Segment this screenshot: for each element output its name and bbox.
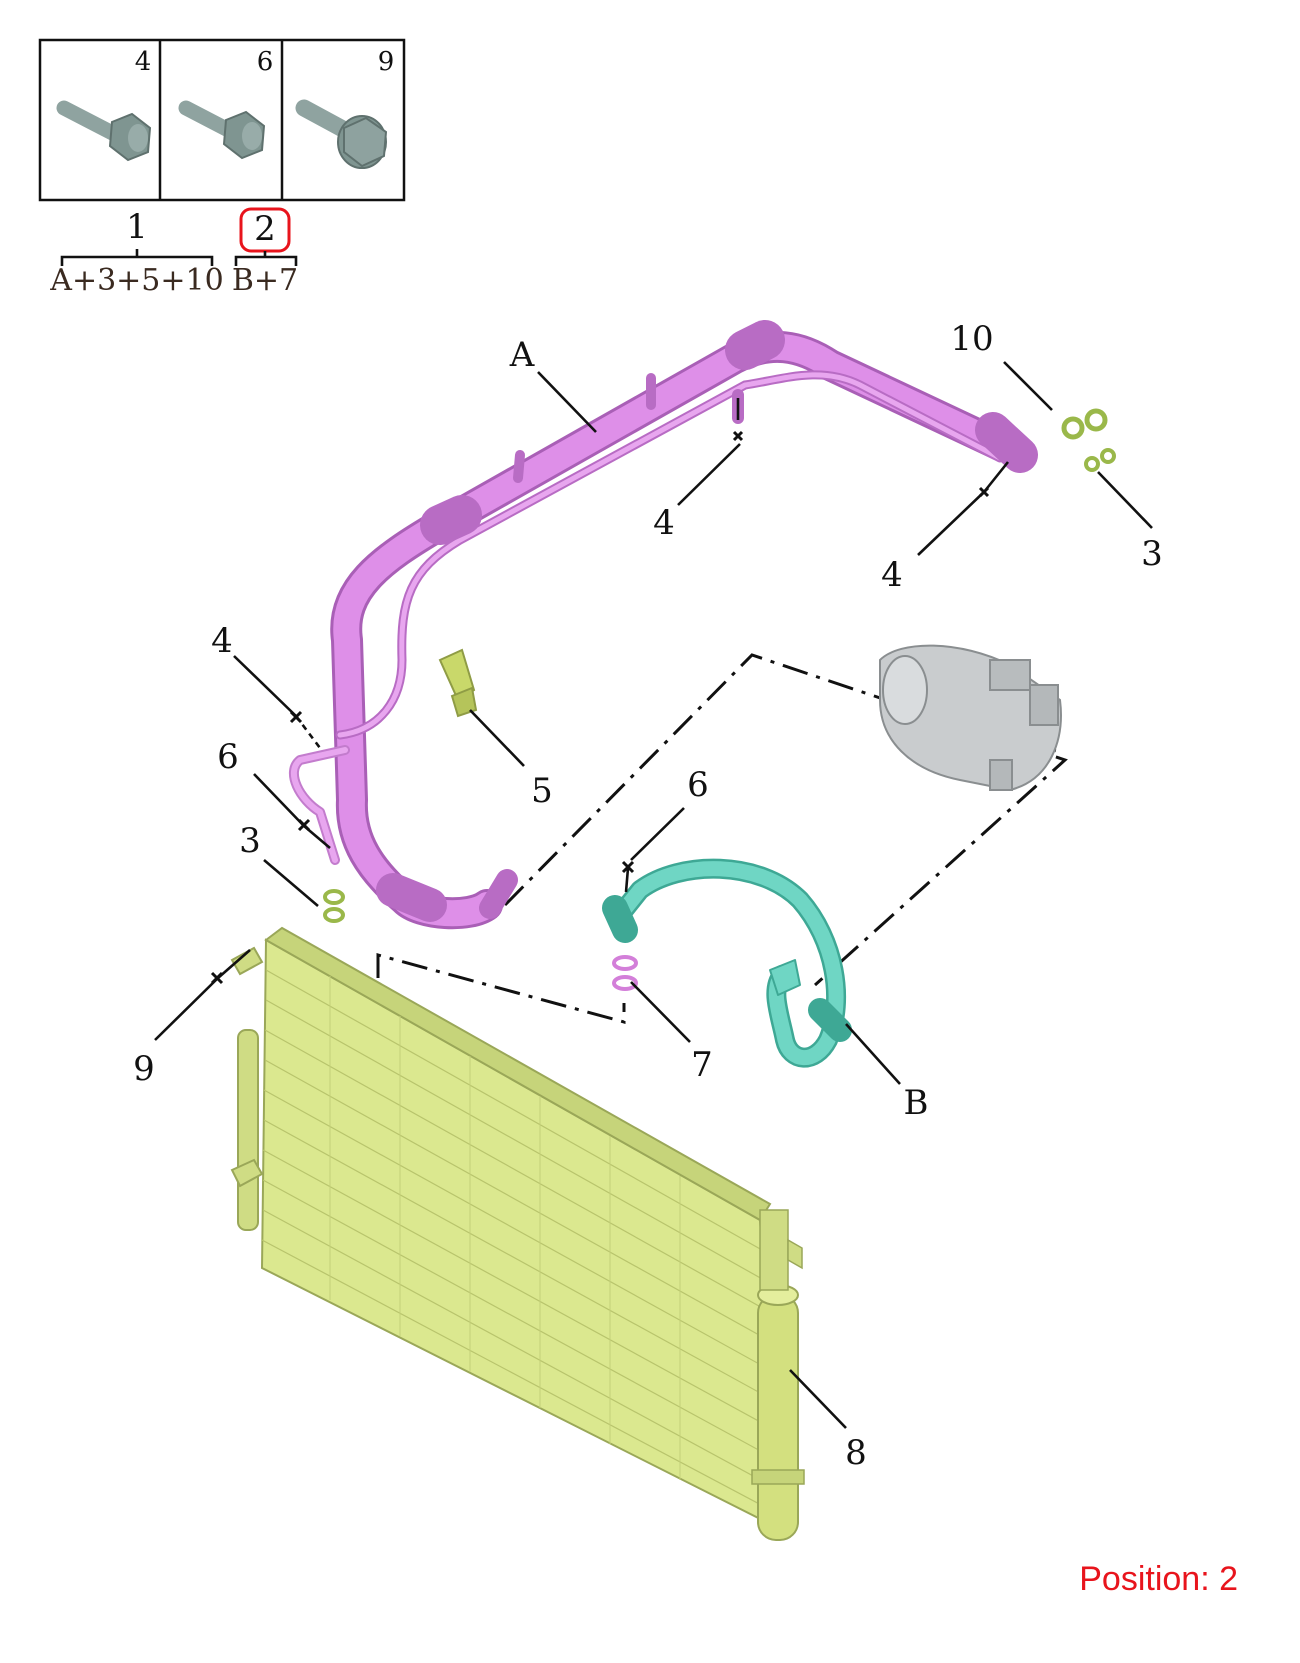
callout-b[interactable]: B [904,1083,929,1123]
group-1-bracket [60,249,214,266]
bolt-legend: 4 6 9 1 A+3+5+10 2 B+7 [38,38,406,298]
callout-6-left[interactable]: 6 [217,737,239,777]
bolt-6-icon[interactable] [178,100,266,160]
bolt-4-icon[interactable] [56,100,152,162]
callout-a[interactable]: A [509,335,535,375]
group-2-bracket [234,251,298,266]
group-2-number[interactable]: 2 [254,209,276,249]
pressure-sensor-part-5[interactable] [438,648,478,718]
callout-10[interactable]: 10 [950,319,993,359]
group-1-number[interactable]: 1 [126,207,148,247]
callout-3-left[interactable]: 3 [239,821,261,861]
callout-4-right[interactable]: 4 [881,555,903,595]
callout-5[interactable]: 5 [531,771,553,811]
callout-7[interactable]: 7 [691,1045,713,1085]
callout-4-mid[interactable]: 4 [653,503,675,543]
group-2-contents: B+7 [232,263,298,298]
callout-4-left[interactable]: 4 [211,621,233,661]
callout-8[interactable]: 8 [845,1433,867,1473]
callout-3-top[interactable]: 3 [1141,534,1163,574]
legend-box-label-4[interactable]: 4 [135,47,152,77]
callout-labels: A 10 3 4 4 4 5 6 6 3 7 9 B 8 [133,319,1163,1473]
condenser-part-8[interactable] [230,926,805,1541]
bolt-9-icon[interactable] [295,99,388,169]
legend-box-label-6[interactable]: 6 [257,47,274,77]
callout-6-mid[interactable]: 6 [687,765,709,805]
bolt-location-marks [210,430,990,985]
legend-box-label-9[interactable]: 9 [378,47,395,77]
pipe-assembly-b[interactable] [602,858,852,1068]
seal-rings-7[interactable] [612,955,638,991]
pipe-assembly-a[interactable] [289,320,1038,930]
leader-lines [154,361,1153,1429]
seal-rings-3-left[interactable] [323,889,345,923]
seal-rings-10[interactable] [1084,448,1116,472]
seal-rings-3-top[interactable] [1061,408,1108,440]
group-1-contents: A+3+5+10 [49,263,223,298]
legend-frame [38,38,406,202]
compressor-icon[interactable] [879,644,1062,792]
callout-9[interactable]: 9 [133,1049,155,1089]
position-indicator: Position: 2 [1079,1560,1238,1598]
